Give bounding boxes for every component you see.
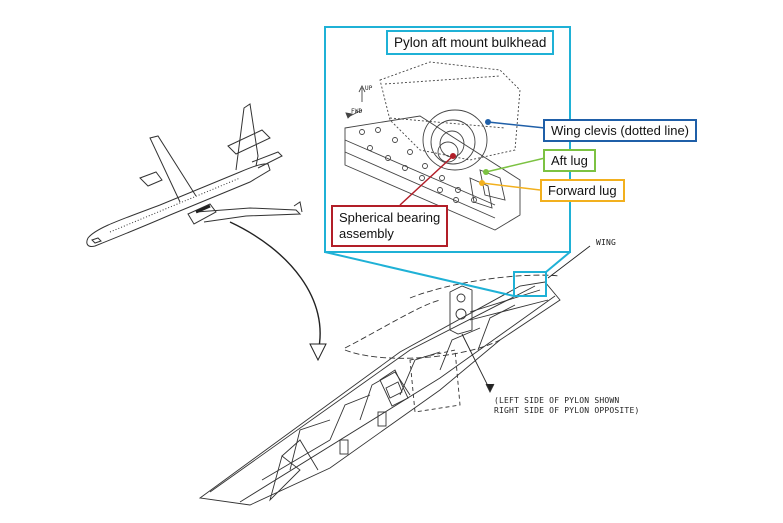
inset-title: Pylon aft mount bulkhead — [386, 30, 555, 55]
wing-label: WING — [596, 238, 617, 247]
zoom-arrow — [229, 221, 327, 362]
zoom-source-box — [513, 271, 547, 297]
zoom-connector-left — [324, 251, 515, 297]
fwd-label: FWD — [351, 108, 363, 115]
up-label: UP — [365, 85, 373, 92]
inset-line-art — [344, 61, 521, 231]
pylon-note-line1: (LEFT SIDE OF PYLON SHOWN — [494, 396, 620, 405]
forward-lug-callout: Forward lug — [540, 179, 625, 202]
pylon-note-line2: RIGHT SIDE OF PYLON OPPOSITE) — [494, 406, 640, 415]
zoom-connector-right — [545, 251, 571, 273]
aft-lug-callout: Aft lug — [543, 149, 596, 172]
wing-clevis-callout: Wing clevis (dotted line) — [543, 119, 697, 142]
pylon-note: (LEFT SIDE OF PYLON SHOWN RIGHT SIDE OF … — [494, 396, 639, 416]
spherical-bearing-line2: assembly — [339, 226, 394, 241]
airplane-drawing — [86, 103, 303, 247]
pylon-drawing — [198, 245, 591, 506]
callout-leaders — [399, 119, 546, 206]
spherical-bearing-callout: Spherical bearing assembly — [331, 205, 449, 247]
spherical-bearing-line1: Spherical bearing — [339, 210, 441, 225]
